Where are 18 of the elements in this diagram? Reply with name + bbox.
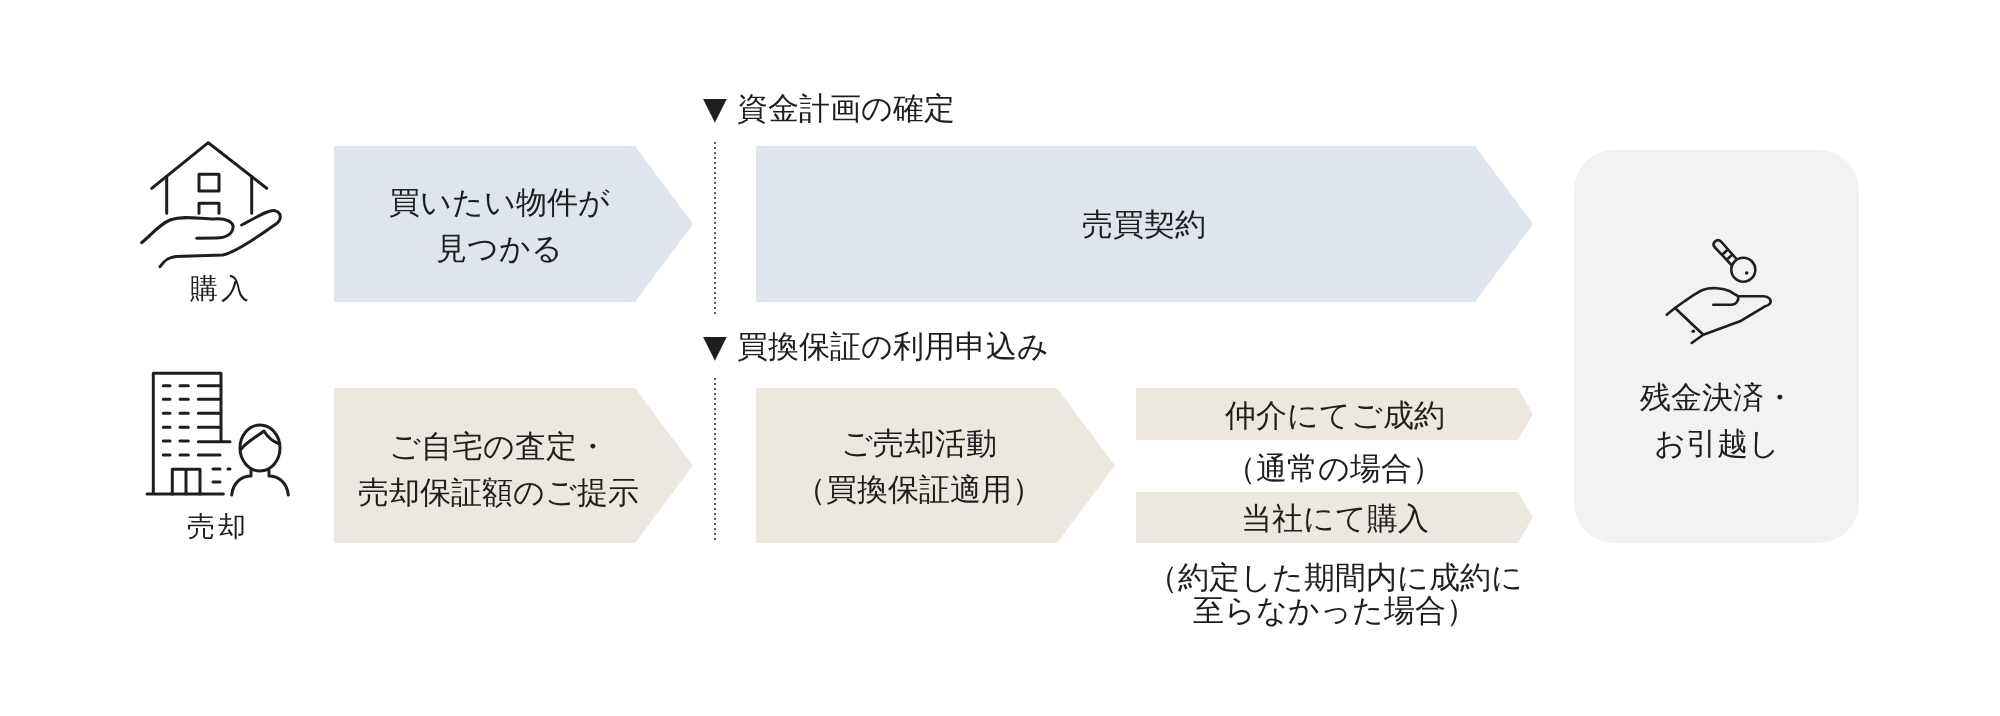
rounded-panel [1574, 150, 1859, 543]
process-step [334, 146, 693, 302]
process-step [756, 388, 1115, 543]
row-label: 売却 [187, 509, 249, 545]
step-label: ご売却活動（買換保証適用） [795, 424, 1043, 509]
process-step [334, 388, 693, 543]
step-label: 当社にて購入 [1241, 499, 1429, 538]
step-label: 仲介にてご成約 [1225, 396, 1445, 435]
note-text: （約定した期間内に成約に至らなかった場合） [1147, 561, 1523, 627]
step-label: 買いたい物件が見つかる [388, 183, 610, 268]
step-label: ご自宅の査定・売却保証額のご提示 [357, 427, 639, 512]
row-label: 購入 [190, 271, 252, 307]
milestone-label: ▼ 資金計画の確定 [703, 89, 955, 128]
note-text: （通常の場合） [1225, 449, 1443, 488]
step-label: 残金決済・お引越し [1639, 378, 1795, 463]
milestone-label: ▼ 買換保証の利用申込み [703, 327, 1049, 366]
process-step [756, 146, 1533, 302]
step-label: 売買契約 [1082, 205, 1206, 244]
